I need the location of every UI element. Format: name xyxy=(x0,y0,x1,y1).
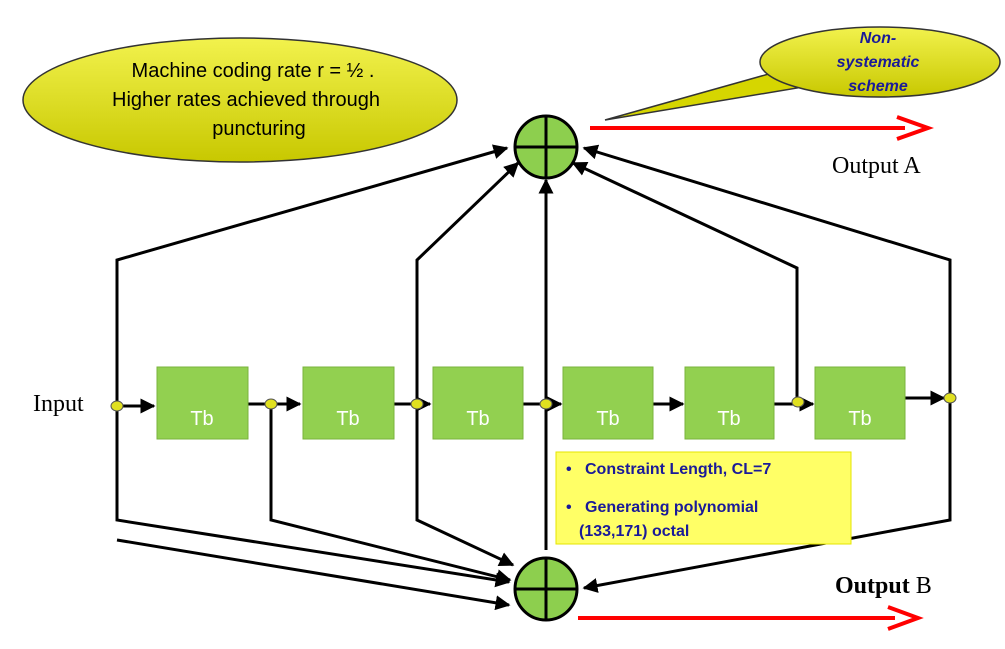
non-systematic-callout: Non- systematic scheme xyxy=(604,26,1001,121)
shift-register-2-label: Tb xyxy=(336,408,359,430)
shift-register-2: Tb xyxy=(302,366,395,440)
shift-register-3-label: Tb xyxy=(466,408,489,430)
info-box: • Constraint Length, CL=7 • Generating p… xyxy=(555,451,852,545)
output-b-arrow xyxy=(578,605,924,631)
tap-dot xyxy=(264,398,278,410)
rate-bubble-line1: Machine coding rate r = ½ . xyxy=(132,60,375,82)
adder-output-a xyxy=(513,114,579,180)
output-b-label-bold: Output xyxy=(835,573,910,599)
callout-line3: scheme xyxy=(848,78,908,95)
info-bullet-2-line2: (133,171) octal xyxy=(579,523,689,540)
tap-dot xyxy=(110,400,124,412)
shift-register-6: Tb xyxy=(814,366,906,440)
tap-dot xyxy=(791,396,805,408)
info-bullet-2-marker: • xyxy=(566,499,572,516)
info-bullet-1-marker: • xyxy=(566,461,572,478)
tap-dot xyxy=(410,398,424,410)
shift-registers: Tb Tb Tb Tb Tb Tb xyxy=(156,366,906,440)
rate-bubble-line2: Higher rates achieved through xyxy=(112,89,380,111)
shift-register-1: Tb xyxy=(156,366,249,440)
callout-line2: systematic xyxy=(837,54,920,71)
shift-register-5-label: Tb xyxy=(717,408,740,430)
shift-register-4: Tb xyxy=(562,366,654,440)
tap-dots xyxy=(110,392,957,412)
output-b-label-rest: B xyxy=(910,573,932,599)
wires-output-a xyxy=(115,144,952,405)
rate-bubble-line3: puncturing xyxy=(212,118,305,140)
info-bullet-2-line1: Generating polynomial xyxy=(585,499,758,516)
shift-register-5: Tb xyxy=(684,366,775,440)
tap-dot xyxy=(539,398,553,410)
input-label: Input xyxy=(33,391,84,417)
callout-line1: Non- xyxy=(860,30,896,47)
output-a-label: Output A xyxy=(832,153,921,179)
tap-dot xyxy=(943,392,957,404)
wires-output-b xyxy=(115,400,952,611)
info-bullet-1: Constraint Length, CL=7 xyxy=(585,461,771,478)
output-a-arrow xyxy=(590,115,934,141)
output-b-label: Output B xyxy=(835,573,932,599)
shift-register-4-label: Tb xyxy=(596,408,619,430)
adder-output-b xyxy=(513,556,579,622)
shift-register-6-label: Tb xyxy=(848,408,871,430)
rate-bubble: Machine coding rate r = ½ . Higher rates… xyxy=(22,37,458,163)
shift-register-3: Tb xyxy=(432,366,524,440)
shift-register-1-label: Tb xyxy=(190,408,213,430)
